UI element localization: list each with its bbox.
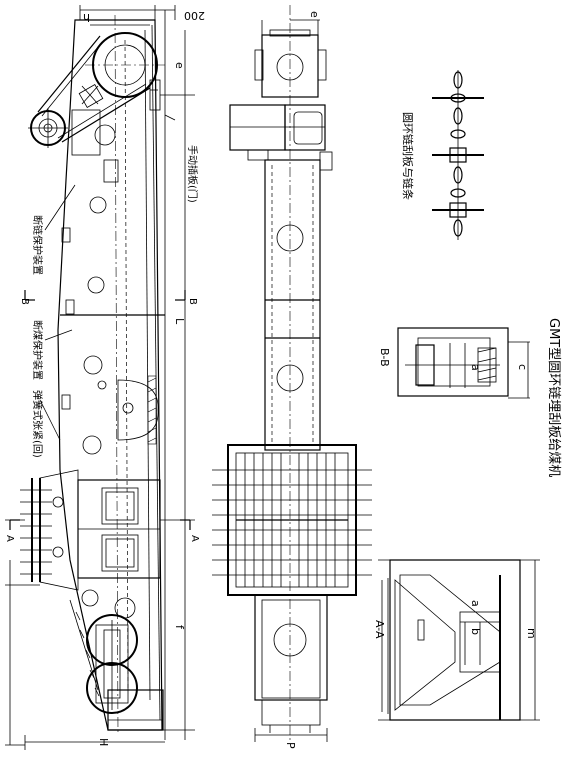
dim-h: h (83, 11, 90, 24)
label-broken-chain: 断链保护装置 (31, 215, 44, 275)
plan-view (212, 5, 372, 742)
label-spring-tension: 弹簧式张紧(回) (31, 390, 44, 458)
dim-e-plan: e (308, 11, 321, 18)
casing-outline (57, 19, 163, 731)
label-section-aa: A-A (373, 620, 386, 639)
dim-f: f (173, 625, 186, 630)
dim-P: P (284, 742, 297, 749)
section-mark-b-left: B (19, 298, 30, 305)
dim-c: c (516, 364, 529, 370)
tail-plan (254, 594, 328, 701)
label-hand-gate: 手动插板(门) (186, 145, 199, 203)
dim-L: L (173, 318, 186, 325)
section-mark-a-right: A (189, 535, 200, 542)
inlet-flange (20, 469, 79, 591)
side-elevation (5, 5, 195, 750)
label-broken-coal: 断煤保护装置 (31, 320, 44, 380)
dim-e-side: e (173, 62, 186, 69)
drawing-title: GMT型圆环链埋刮板给煤机 (546, 318, 561, 477)
motor (229, 104, 286, 151)
section-bb (397, 327, 530, 399)
spring-tension (117, 379, 159, 441)
dim-b: b (469, 628, 482, 635)
dim-a-bb: a (469, 364, 482, 371)
dim-200: 200 (184, 9, 205, 22)
drive-belt (37, 35, 101, 113)
section-mark-b-right: B (187, 298, 198, 305)
casing-plan (264, 159, 321, 451)
chain-figure (432, 70, 484, 240)
label-chain-figure: 圆环链刮板与链条 (401, 112, 415, 200)
dim-m: m (525, 628, 538, 639)
dim-a-aa: a (469, 600, 482, 607)
section-mark-a-left: A (4, 535, 15, 542)
dim-H: H (97, 738, 110, 746)
hole (89, 196, 107, 214)
hole (87, 276, 105, 294)
section-aa (378, 559, 540, 721)
label-section-bb: B-B (378, 348, 391, 367)
